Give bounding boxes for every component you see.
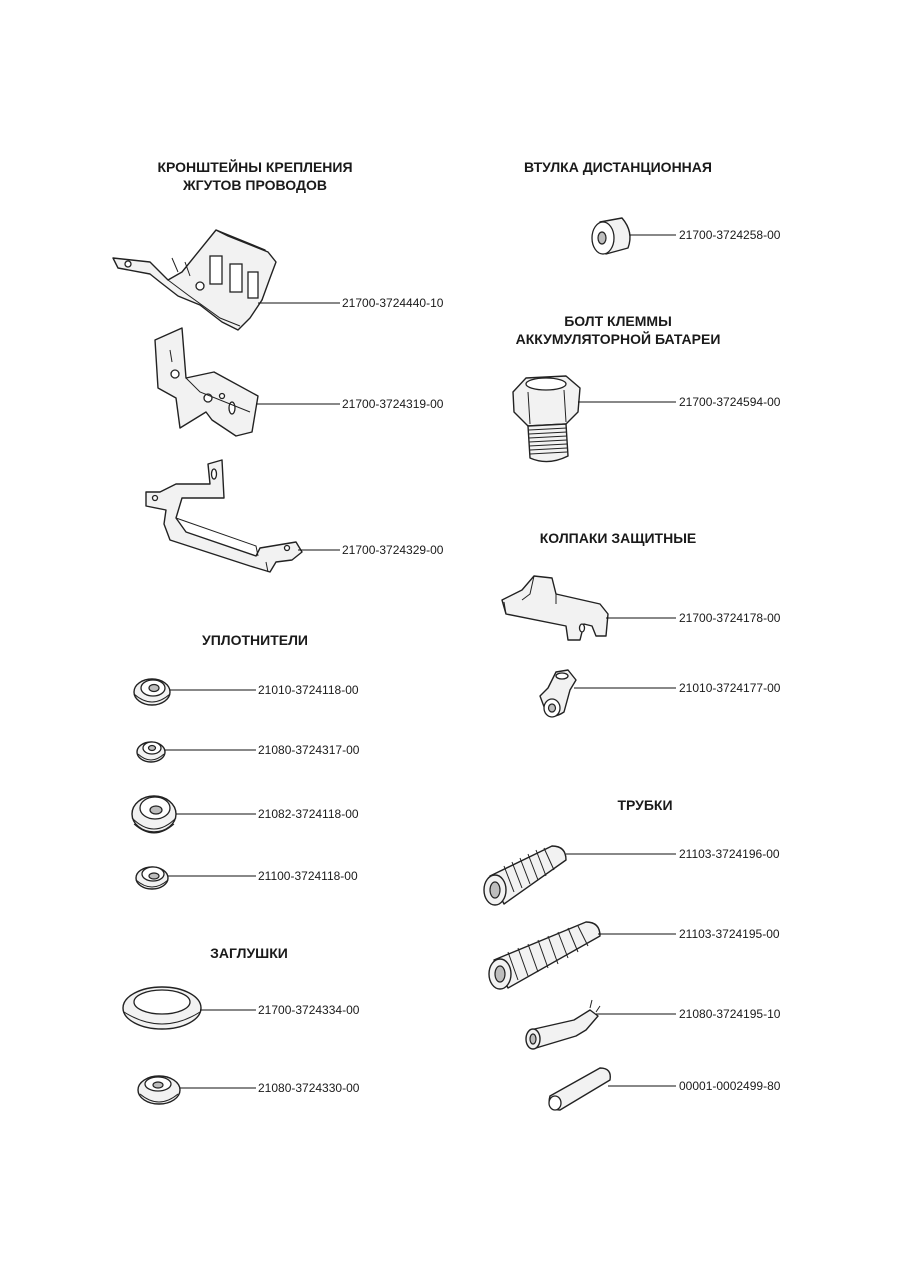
- bushing-drawing: [591, 217, 631, 255]
- seal-1-part-number: 21010-3724118-00: [258, 683, 359, 697]
- tube-4-part-number: 00001-0002499-80: [679, 1079, 781, 1093]
- caps-section-title: КОЛПАКИ ЗАЩИТНЫЕ: [539, 530, 697, 546]
- plug-2-drawing: [137, 1075, 181, 1105]
- seals-section-title: УПЛОТНИТЕЛИ: [202, 632, 308, 648]
- tube-2-drawing: [488, 921, 601, 990]
- cap-1-drawing: [501, 575, 609, 641]
- cap-2-drawing: [539, 669, 577, 718]
- brackets-section-title: КРОНШТЕЙНЫ КРЕПЛЕНИЯ ЖГУТОВ ПРОВОДОВ: [110, 158, 400, 194]
- plugs-section-title: ЗАГЛУШКИ: [210, 945, 288, 961]
- bolt-drawing: [512, 375, 581, 463]
- bracket-3-part-number: 21700-3724329-00: [342, 543, 444, 557]
- bolt-title-line2: АККУМУЛЯТОРНОЙ БАТАРЕИ: [515, 331, 721, 347]
- bolt-part-number: 21700-3724594-00: [679, 395, 781, 409]
- bracket-1-part-number: 21700-3724440-10: [342, 296, 444, 310]
- seal-3-part-number: 21082-3724118-00: [258, 807, 359, 821]
- brackets-title-line2: ЖГУТОВ ПРОВОДОВ: [183, 177, 327, 193]
- tube-1-drawing: [483, 845, 567, 906]
- bracket-2-part-number: 21700-3724319-00: [342, 397, 444, 411]
- bushing-section-title: ВТУЛКА ДИСТАНЦИОННАЯ: [524, 159, 712, 175]
- plug-2-part-number: 21080-3724330-00: [258, 1081, 360, 1095]
- bushing-part-number: 21700-3724258-00: [679, 228, 781, 242]
- tube-3-drawing: [525, 999, 601, 1050]
- seal-4-drawing: [135, 866, 169, 890]
- bolt-title-line1: БОЛТ КЛЕММЫ: [564, 313, 672, 329]
- tube-2-part-number: 21103-3724195-00: [679, 927, 780, 941]
- bracket-2-drawing: [154, 327, 259, 437]
- tubes-section-title: ТРУБКИ: [617, 797, 673, 813]
- seal-1-drawing: [133, 678, 171, 706]
- seal-4-part-number: 21100-3724118-00: [258, 869, 358, 883]
- bracket-1-drawing: [112, 229, 277, 331]
- bolt-section-title: БОЛТ КЛЕММЫ АККУМУЛЯТОРНОЙ БАТАРЕИ: [478, 312, 758, 348]
- seal-3-drawing: [131, 795, 177, 834]
- bracket-3-drawing: [145, 459, 303, 573]
- plug-1-part-number: 21700-3724334-00: [258, 1003, 360, 1017]
- seal-2-part-number: 21080-3724317-00: [258, 743, 360, 757]
- seal-2-drawing: [136, 741, 166, 763]
- cap-2-part-number: 21010-3724177-00: [679, 681, 781, 695]
- plug-1-drawing: [122, 986, 202, 1030]
- tube-3-part-number: 21080-3724195-10: [679, 1007, 781, 1021]
- tube-4-drawing: [548, 1067, 611, 1111]
- cap-1-part-number: 21700-3724178-00: [679, 611, 781, 625]
- brackets-title-line1: КРОНШТЕЙНЫ КРЕПЛЕНИЯ: [157, 159, 353, 175]
- tube-1-part-number: 21103-3724196-00: [679, 847, 780, 861]
